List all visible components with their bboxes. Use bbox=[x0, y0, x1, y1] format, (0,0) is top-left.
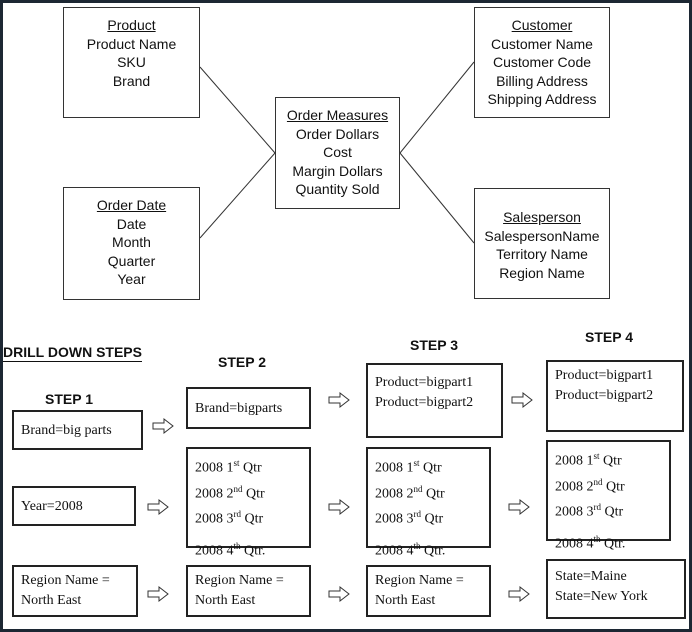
order-date-title: Order Date bbox=[96, 197, 167, 213]
order-measures-field: Order Dollars bbox=[295, 125, 380, 142]
quarter-line: 2008 4th Qtr. bbox=[195, 540, 266, 559]
salesperson-field: SalespersonName bbox=[484, 227, 600, 244]
line-measures-customer bbox=[399, 61, 475, 154]
brand-step4-box: Product=bigpart1 Product=bigpart2 bbox=[546, 360, 684, 432]
brand-step2-text: Brand=bigparts bbox=[195, 401, 283, 416]
customer-field: Billing Address bbox=[496, 72, 588, 89]
quarter-line: 2008 4th Qtr. bbox=[555, 533, 626, 552]
drill-down-heading: DRILL DOWN STEPS bbox=[3, 344, 142, 362]
product-title: Product bbox=[107, 17, 156, 33]
quarter-line: 2008 3rd Qtr bbox=[555, 502, 624, 520]
salesperson-title: Salesperson bbox=[503, 209, 581, 225]
line-measures-salesperson bbox=[399, 152, 475, 244]
line-product-measures bbox=[199, 66, 276, 154]
order-measures-entity: Order Measures Order Dollars Cost Margin… bbox=[275, 97, 400, 209]
customer-field: Shipping Address bbox=[487, 91, 597, 107]
order-date-field: Month bbox=[112, 234, 151, 250]
quarter-line: 2008 2nd Qtr bbox=[555, 476, 625, 495]
quarter-line: 2008 3rd Qtr bbox=[375, 509, 444, 527]
customer-field: Customer Name bbox=[491, 35, 593, 52]
brand-step3-box: Product=bigpart1 Product=bigpart2 bbox=[366, 363, 503, 438]
order-measures-title: Order Measures bbox=[286, 107, 389, 123]
quarter-line: 2008 2nd Qtr bbox=[375, 483, 445, 502]
year-step4-box: 2008 1st Qtr 2008 2nd Qtr 2008 3rd Qtr 2008… bbox=[546, 440, 671, 552]
drill-arrow bbox=[328, 498, 350, 516]
salesperson-field: Territory Name bbox=[496, 246, 588, 262]
quarter-line: 2008 4th Qtr. bbox=[375, 540, 446, 559]
product-entity: Product Product Name SKU Brand bbox=[63, 7, 200, 118]
product-field: SKU bbox=[117, 54, 146, 70]
step-2-label: STEP 2 bbox=[218, 354, 266, 370]
line-date-measures bbox=[199, 152, 276, 239]
quarter-line: 2008 2nd Qtr bbox=[195, 483, 265, 502]
drill-arrow bbox=[152, 417, 174, 435]
order-date-entity: Order Date Date Month Quarter Year bbox=[63, 187, 200, 300]
brand-step3-text: Product=bigpart1 bbox=[375, 375, 474, 390]
year-step1-text: Year=2008 bbox=[21, 499, 83, 514]
step-1-label: STEP 1 bbox=[45, 391, 93, 407]
region-step3-text: Region Name = bbox=[375, 573, 464, 588]
year-step2-box: 2008 1st Qtr 2008 2nd Qtr 2008 3rd Qtr 2008… bbox=[186, 447, 311, 559]
quarter-line: 2008 1st Qtr bbox=[195, 458, 262, 476]
customer-entity: Customer Customer Name Customer Code Bil… bbox=[474, 7, 610, 118]
region-step2-text: Region Name = bbox=[195, 573, 284, 588]
region-step1-text: Region Name = bbox=[21, 573, 110, 588]
year-step1-box: Year=2008 bbox=[12, 486, 136, 526]
step-4-label: STEP 4 bbox=[585, 329, 633, 345]
customer-title: Customer bbox=[511, 17, 573, 33]
brand-step3-text: Product=bigpart2 bbox=[375, 395, 474, 410]
step-3-label: STEP 3 bbox=[410, 337, 458, 353]
order-date-field: Quarter bbox=[107, 252, 156, 269]
customer-field: Customer Code bbox=[492, 54, 592, 70]
order-date-field: Date bbox=[116, 215, 147, 232]
quarter-line: 2008 1st Qtr bbox=[555, 451, 622, 469]
brand-step1-text: Brand=big parts bbox=[21, 423, 112, 438]
brand-step4-text: Product=bigpart1 bbox=[555, 368, 654, 383]
region-step1-text: North East bbox=[21, 593, 82, 608]
region-step2-text: North East bbox=[195, 593, 256, 608]
brand-step2-box: Brand=bigparts bbox=[186, 387, 311, 429]
region-step2-box: Region Name = North East bbox=[186, 565, 311, 617]
drill-arrow bbox=[508, 498, 530, 516]
region-step1-box: Region Name = North East bbox=[12, 565, 138, 617]
quarter-line: 2008 1st Qtr bbox=[375, 458, 442, 476]
order-date-field: Year bbox=[117, 271, 146, 287]
quarter-line: 2008 3rd Qtr bbox=[195, 509, 264, 527]
drill-arrow bbox=[508, 585, 530, 603]
order-measures-field: Quantity Sold bbox=[295, 181, 380, 197]
drill-arrow bbox=[328, 585, 350, 603]
product-field: Brand bbox=[112, 72, 151, 89]
brand-step1-box: Brand=big parts bbox=[12, 410, 143, 450]
order-measures-field: Margin Dollars bbox=[292, 162, 383, 179]
region-step3-text: North East bbox=[375, 593, 436, 608]
salesperson-entity: Salesperson SalespersonName Territory Na… bbox=[474, 188, 610, 299]
region-step4-text: State=New York bbox=[555, 589, 648, 604]
region-step4-text: State=Maine bbox=[555, 569, 627, 584]
order-measures-field: Cost bbox=[323, 144, 352, 160]
product-field: Product Name bbox=[86, 35, 177, 52]
year-step3-box: 2008 1st Qtr 2008 2nd Qtr 2008 3rd Qtr 2008… bbox=[366, 447, 491, 559]
region-step3-box: Region Name = North East bbox=[366, 565, 491, 617]
drill-arrow bbox=[147, 585, 169, 603]
salesperson-field: Region Name bbox=[499, 264, 585, 281]
region-step4-box: State=Maine State=New York bbox=[546, 559, 686, 619]
brand-step4-text: Product=bigpart2 bbox=[555, 388, 654, 403]
drill-arrow bbox=[511, 391, 533, 409]
drill-arrow bbox=[328, 391, 350, 409]
drill-arrow bbox=[147, 498, 169, 516]
